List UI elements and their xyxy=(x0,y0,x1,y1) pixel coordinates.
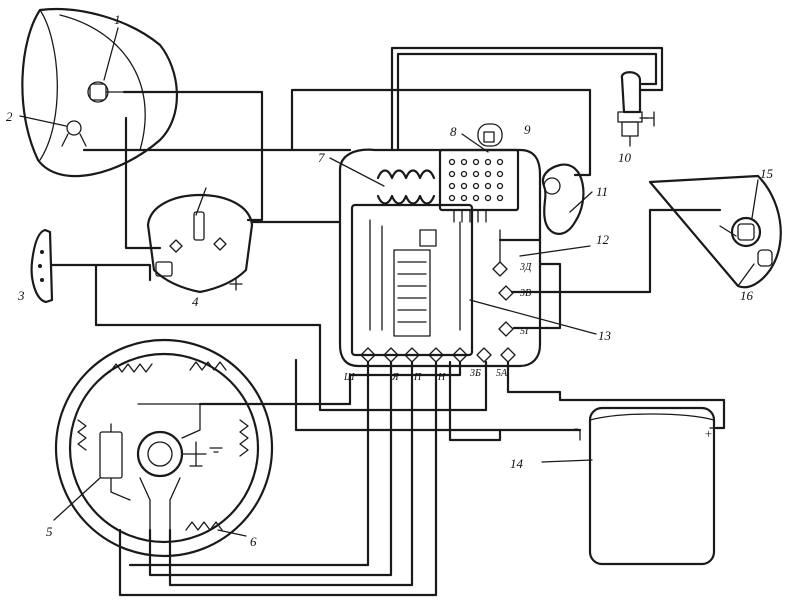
wiring xyxy=(82,46,726,597)
callout-8: 8 xyxy=(450,124,457,139)
callout-10: 10 xyxy=(618,150,632,165)
leader-lines xyxy=(19,27,759,537)
callout-13: 13 xyxy=(598,328,612,343)
battery-plus: + xyxy=(704,426,713,441)
callout-15: 15 xyxy=(760,166,774,181)
callout-9: 9 xyxy=(524,122,531,137)
callout-7: 7 xyxy=(318,150,325,165)
terminal-n: Н xyxy=(437,372,446,383)
terminal-5g: 5Г xyxy=(520,326,531,337)
terminal-3d: 3Д xyxy=(519,262,532,273)
terminal-markers xyxy=(360,261,516,363)
terminal-p: П xyxy=(413,372,422,383)
spark-plug xyxy=(617,71,655,147)
callout-3: 3 xyxy=(17,288,25,303)
callout-2: 2 xyxy=(6,109,13,124)
terminal-3b: 3Б xyxy=(469,368,481,379)
battery xyxy=(579,406,719,566)
callout-12: 12 xyxy=(596,232,610,247)
callout-numbers: 1 2 3 4 5 6 7 8 9 10 11 12 13 14 15 16 xyxy=(6,12,774,549)
horn xyxy=(30,228,132,304)
callout-11: 11 xyxy=(596,184,608,199)
battery-minus: - xyxy=(574,420,578,435)
callout-5: 5 xyxy=(46,524,53,539)
callout-16: 16 xyxy=(740,288,754,303)
fuse-dots xyxy=(448,158,504,202)
terminal-sh: Ш xyxy=(343,372,355,383)
callout-14: 14 xyxy=(510,456,524,471)
terminal-5a: 5А xyxy=(496,368,508,379)
terminal-ya: Я xyxy=(391,372,400,383)
relay-regulator xyxy=(338,123,542,368)
terminal-3v: 3В xyxy=(519,288,531,299)
headlamp xyxy=(21,8,179,178)
tail-lamp xyxy=(648,174,782,289)
callout-4: 4 xyxy=(192,294,199,309)
signal-horn xyxy=(541,163,585,235)
callout-1: 1 xyxy=(114,12,121,27)
central-switch xyxy=(146,187,254,294)
terminal-labels: Ш Я П Н 3Б 5А 3В 5Г 3Д xyxy=(343,262,532,383)
callout-6: 6 xyxy=(250,534,257,549)
generator xyxy=(54,338,274,558)
